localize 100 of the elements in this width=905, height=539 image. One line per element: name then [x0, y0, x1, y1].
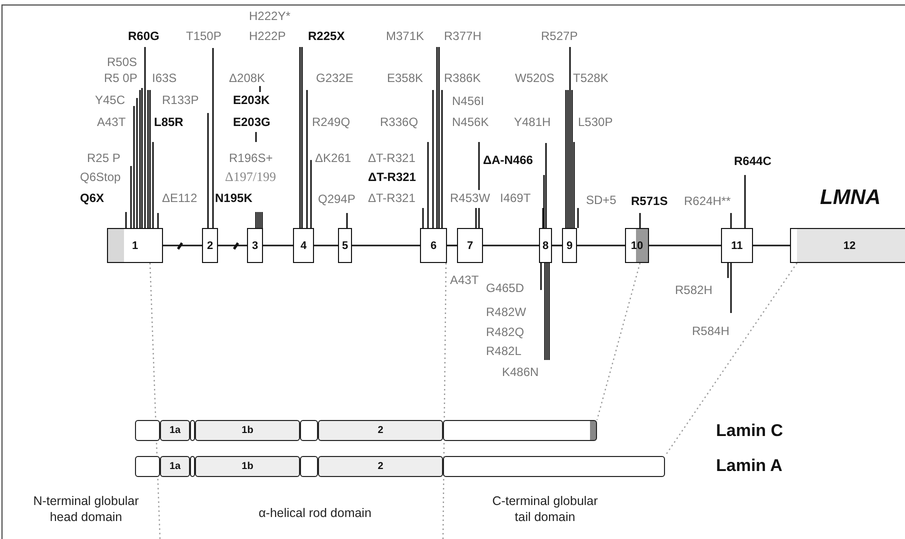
mutation-label: R482Q	[486, 324, 524, 340]
mutation-label: W520S	[515, 70, 554, 86]
segment-label: 1a	[169, 461, 181, 472]
exon-box	[420, 228, 447, 263]
tail-segment	[443, 420, 597, 441]
mutation-label: H222Y*	[249, 8, 290, 24]
mutation-label: A43T	[450, 272, 479, 288]
protein-name: Lamin C	[716, 421, 784, 441]
domain-label: α-helical rod domain	[258, 505, 372, 521]
exon-box	[247, 228, 263, 263]
exon-number: 5	[342, 240, 348, 252]
mutation-label: E203G	[233, 114, 270, 130]
exon-number: 12	[843, 240, 856, 252]
domain-label: C-terminal globular tail domain	[491, 493, 599, 525]
mutation-label: R527P	[541, 28, 578, 44]
domain-segment	[195, 420, 300, 441]
mutation-label: R50S	[107, 54, 138, 70]
mutation-label: ΔT-R321	[368, 190, 416, 206]
mutation-label: I63S	[152, 70, 177, 86]
mutation-label: I469T	[500, 190, 531, 206]
mutation-label: Y45C	[95, 92, 126, 108]
intron-line	[483, 244, 539, 246]
intron-line	[352, 244, 420, 246]
mutation-label: T150P	[186, 28, 222, 44]
segment-label: 2	[378, 461, 384, 472]
mutation-label: ΔK261	[315, 150, 352, 166]
exon-box	[539, 228, 552, 263]
exon-box	[107, 228, 163, 263]
exon-number: 4	[300, 240, 307, 252]
mutation-label: L85R	[154, 114, 184, 130]
segment-label: 1b	[242, 461, 254, 472]
exon-number: 8	[542, 240, 549, 252]
mutation-label: G465D	[486, 280, 524, 296]
domain-segment	[160, 420, 190, 441]
domain-segment	[160, 456, 190, 477]
mutation-label: T528K	[573, 70, 608, 86]
mutation-label: R624H**	[684, 193, 731, 209]
dotted-connector	[442, 263, 447, 539]
mutation-label: E203K	[233, 92, 270, 108]
intron-line	[314, 244, 338, 246]
intron-line	[753, 244, 790, 246]
intron-line	[552, 244, 562, 246]
exon-box	[562, 228, 577, 263]
mutation-label: ΔT-R321	[368, 150, 416, 166]
intron-line	[577, 244, 625, 246]
mutation-label: R60G	[128, 28, 160, 44]
mutation-label: A43T	[97, 114, 126, 130]
mutation-label: Δ197/199	[225, 169, 276, 185]
mutation-label: E358K	[387, 70, 424, 86]
head-segment	[135, 456, 160, 477]
domain-segment	[318, 420, 443, 441]
mutation-label: R377H	[444, 28, 482, 44]
exon-number: 3	[252, 240, 258, 252]
mutation-label: R196S+	[229, 150, 273, 166]
mutation-label: Q294P	[318, 191, 356, 207]
mutation-label: Y481H	[514, 114, 551, 130]
exon-number: 7	[466, 240, 474, 252]
mutation-label: M371K	[386, 28, 424, 44]
mutation-label: R482L	[486, 343, 522, 359]
exon-box	[790, 228, 905, 263]
exon-box	[202, 228, 218, 263]
intron-line	[447, 244, 457, 246]
domain-segment	[195, 456, 300, 477]
mutation-label: G232E	[316, 70, 354, 86]
mutation-label: R386K	[444, 70, 481, 86]
domain-segment	[318, 456, 443, 477]
linker-segment	[300, 420, 318, 441]
mutation-label: R249Q	[312, 114, 350, 130]
mutation-label: SD+5	[586, 192, 616, 208]
mutation-label: R25 P	[87, 150, 120, 166]
dotted-connector	[664, 262, 798, 456]
segment-label: 1b	[242, 425, 254, 436]
intron-line	[649, 244, 721, 246]
intron-line	[218, 244, 247, 246]
mutation-label: N456I	[452, 93, 484, 109]
mutation-label: K486N	[502, 364, 539, 380]
mutation-label: Δ208K	[229, 70, 266, 86]
mutation-label: L530P	[578, 114, 613, 130]
exon-number: 9	[566, 240, 573, 252]
mutation-label: ΔA-N466	[483, 152, 533, 168]
mutation-label: ΔE112	[162, 190, 198, 206]
mutation-label: R133P	[162, 92, 199, 108]
exon-box	[293, 228, 314, 263]
mutation-label: N195K	[215, 190, 252, 206]
mutation-label: R453W	[450, 190, 490, 206]
gene-name: LMNA	[820, 186, 881, 210]
mutation-label: N456K	[452, 114, 489, 130]
mutation-label: R225X	[308, 28, 345, 44]
exon-number: 11	[731, 240, 743, 252]
mutation-label: R482W	[486, 304, 526, 320]
mutation-label: R5 0P	[104, 70, 138, 86]
mutation-label: R336Q	[380, 114, 418, 130]
mutation-label: Q6Stop	[80, 169, 121, 185]
exon-box	[457, 228, 483, 263]
mutation-label: Q6X	[80, 190, 104, 206]
mutation-label: R571S	[631, 193, 668, 209]
linker-segment	[300, 456, 318, 477]
mutation-label: R644C	[734, 153, 772, 169]
segment-label: 2	[378, 425, 384, 436]
mutation-label: ΔT-R321	[368, 169, 416, 185]
